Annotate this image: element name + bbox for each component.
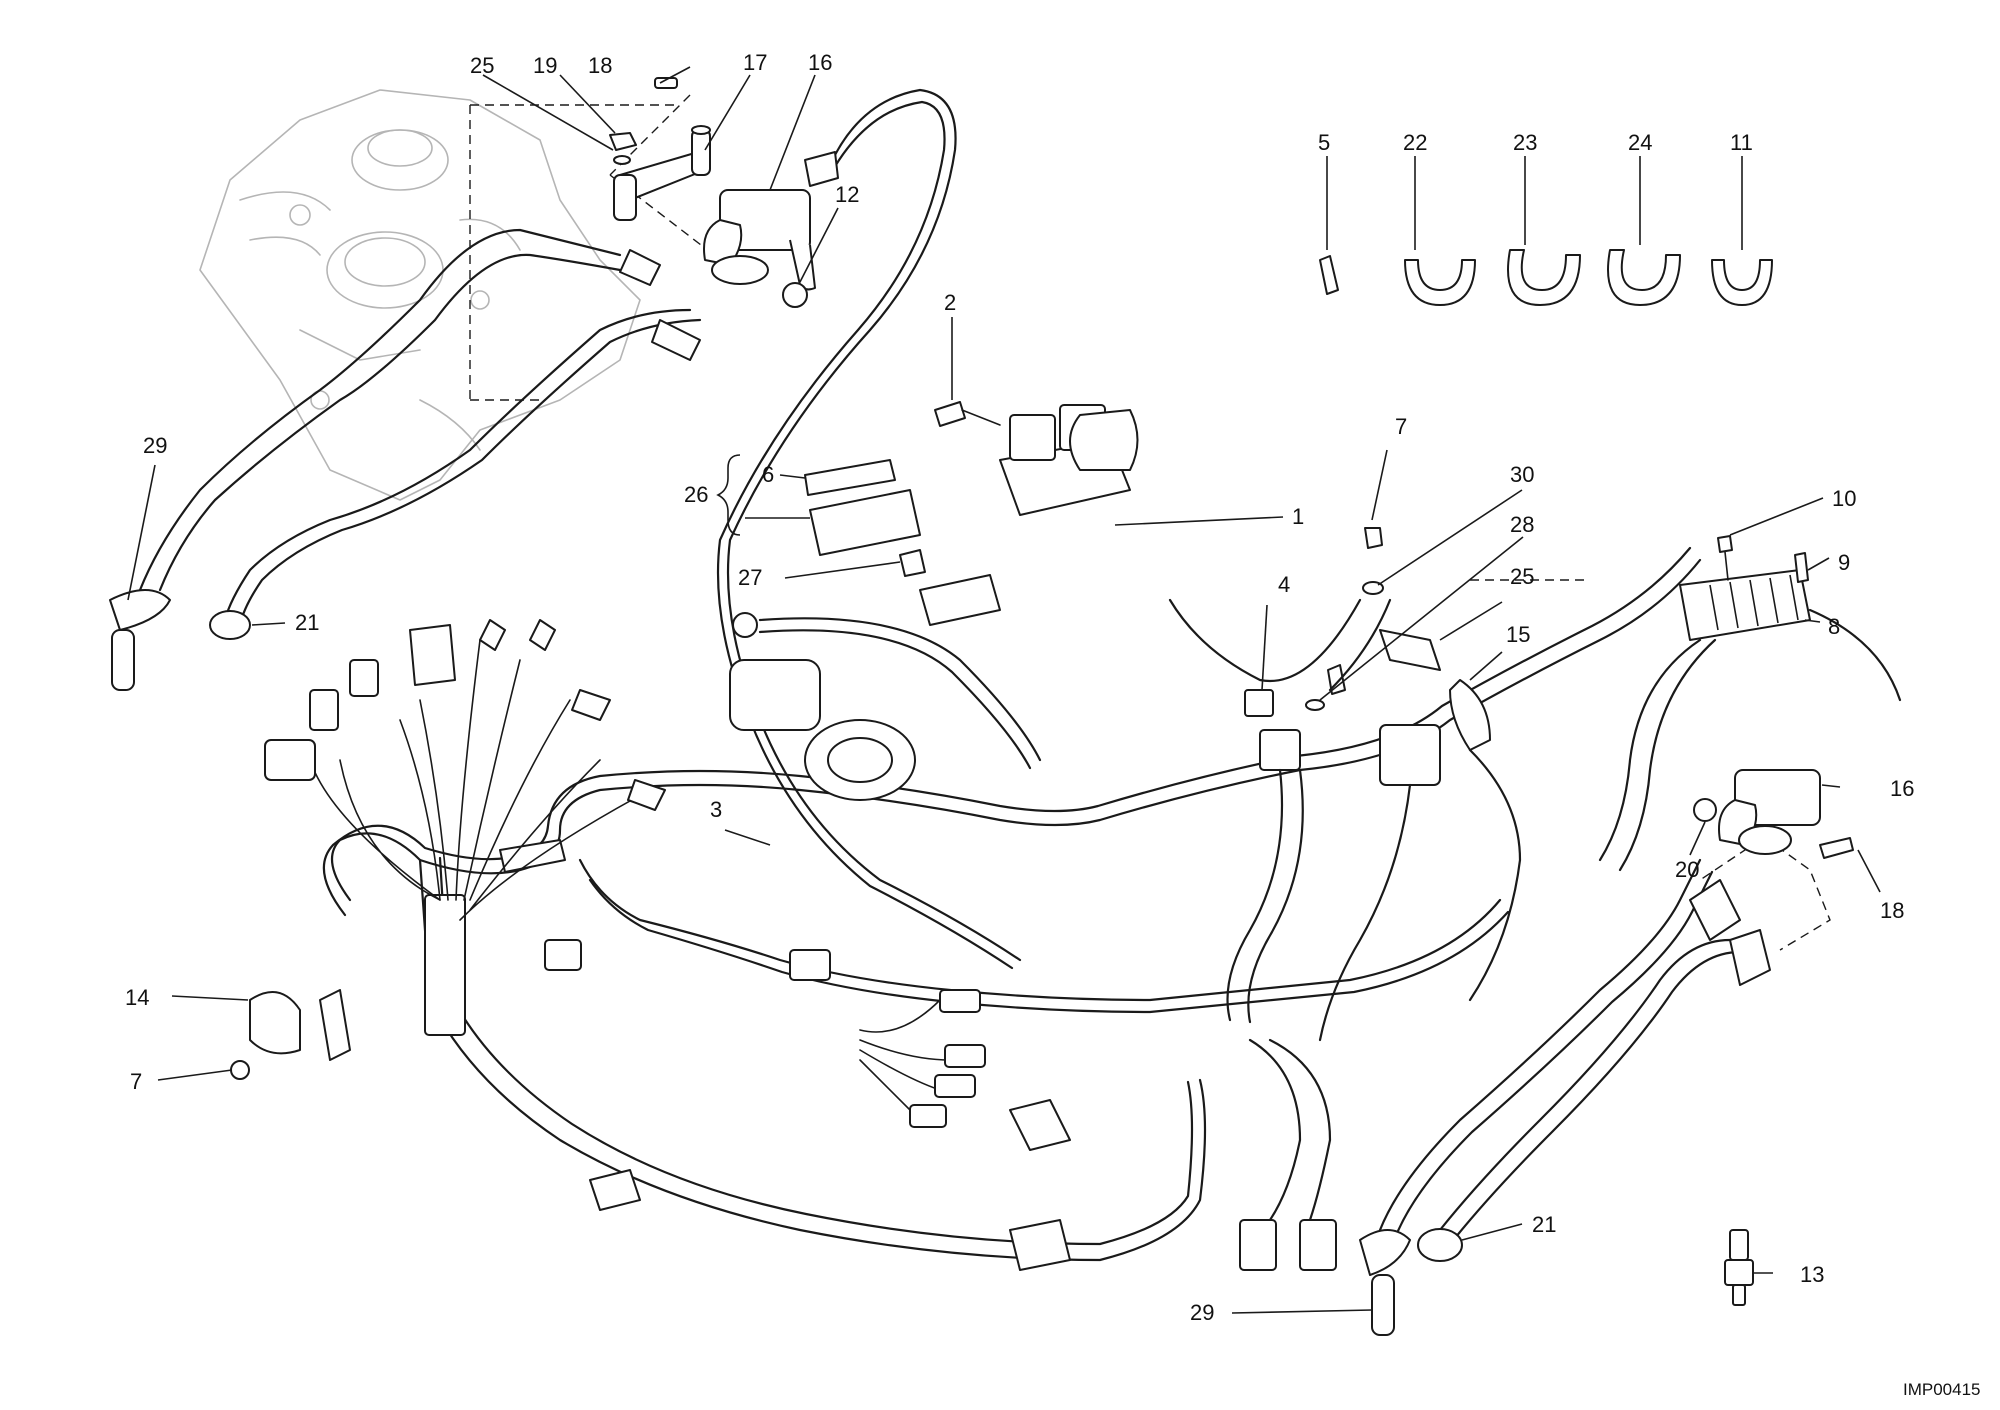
callout-17: 17 [743, 50, 767, 75]
callout-1: 1 [1292, 504, 1304, 529]
rear-ht-leads [1359, 858, 1771, 1336]
front-ignition-coil [703, 189, 816, 308]
lower-middle-connectors [859, 989, 1071, 1151]
callout-15: 15 [1506, 622, 1530, 647]
callout-16-top: 16 [808, 50, 832, 75]
callout-9: 9 [1838, 550, 1850, 575]
right-centre-connectors [1168, 527, 1522, 1042]
callout-27: 27 [738, 565, 762, 590]
fuse-box [999, 404, 1139, 516]
callout-labels: 1 2 3 4 5 6 7 7 8 9 10 11 12 13 14 15 16… [125, 50, 1981, 1399]
callout-18-right: 18 [1880, 898, 1904, 923]
callout-7-left: 7 [130, 1069, 142, 1094]
lower-centre-connectors [1009, 1038, 1337, 1271]
assembly-dash-lines [469, 94, 1831, 951]
screws [934, 401, 1854, 859]
callout-26: 26 [684, 482, 708, 507]
callout-29-left: 29 [143, 433, 167, 458]
clip-11 [1711, 259, 1773, 306]
callout-6: 6 [762, 462, 774, 487]
callout-13: 13 [1800, 1262, 1824, 1287]
left-connector-branches [264, 619, 831, 981]
callout-29-bottom: 29 [1190, 1300, 1214, 1325]
front-ht-leads [109, 228, 702, 691]
callout-11: 11 [1730, 130, 1753, 155]
callout-22: 22 [1403, 130, 1427, 155]
callout-19: 19 [533, 53, 557, 78]
callout-8: 8 [1828, 614, 1840, 639]
callout-24: 24 [1628, 130, 1652, 155]
spark-plug [1724, 1229, 1754, 1306]
callout-25-top: 25 [470, 53, 494, 78]
callout-12: 12 [835, 182, 859, 207]
callout-2: 2 [944, 290, 956, 315]
callout-21-left: 21 [295, 610, 319, 635]
callout-21-right: 21 [1532, 1212, 1556, 1237]
clip-23 [1507, 249, 1581, 306]
fuses [899, 549, 1001, 626]
upper-loop-harness [716, 88, 1022, 970]
loose-parts [1319, 249, 1773, 306]
callout-23: 23 [1513, 130, 1537, 155]
callout-25-right: 25 [1510, 564, 1534, 589]
drawing-reference-code: IMP00415 [1903, 1380, 1981, 1399]
callout-4: 4 [1278, 572, 1290, 597]
clip-22 [1404, 259, 1476, 306]
callout-20: 20 [1675, 857, 1699, 882]
coil-nut-and-washer [609, 77, 678, 165]
clip-24 [1607, 249, 1681, 306]
side-stand-switch [230, 989, 351, 1080]
callout-7-top: 7 [1395, 414, 1407, 439]
fuse-part-5 [1319, 255, 1339, 295]
main-harness [322, 546, 1702, 1262]
voltage-regulator [1598, 569, 1902, 872]
rear-ignition-coil [1693, 769, 1821, 855]
cylinder-head-outline [199, 89, 641, 501]
callout-14: 14 [125, 985, 149, 1010]
callout-30: 30 [1510, 462, 1534, 487]
leader-lines [127, 66, 1881, 1314]
callout-18-top: 18 [588, 53, 612, 78]
callout-28: 28 [1510, 512, 1534, 537]
callout-10: 10 [1832, 486, 1856, 511]
callout-3: 3 [710, 797, 722, 822]
callout-16-right: 16 [1890, 776, 1914, 801]
coil-bracket [613, 125, 711, 221]
relay-cover [804, 459, 921, 556]
callout-5: 5 [1318, 130, 1330, 155]
starter-solenoid [729, 612, 1042, 801]
